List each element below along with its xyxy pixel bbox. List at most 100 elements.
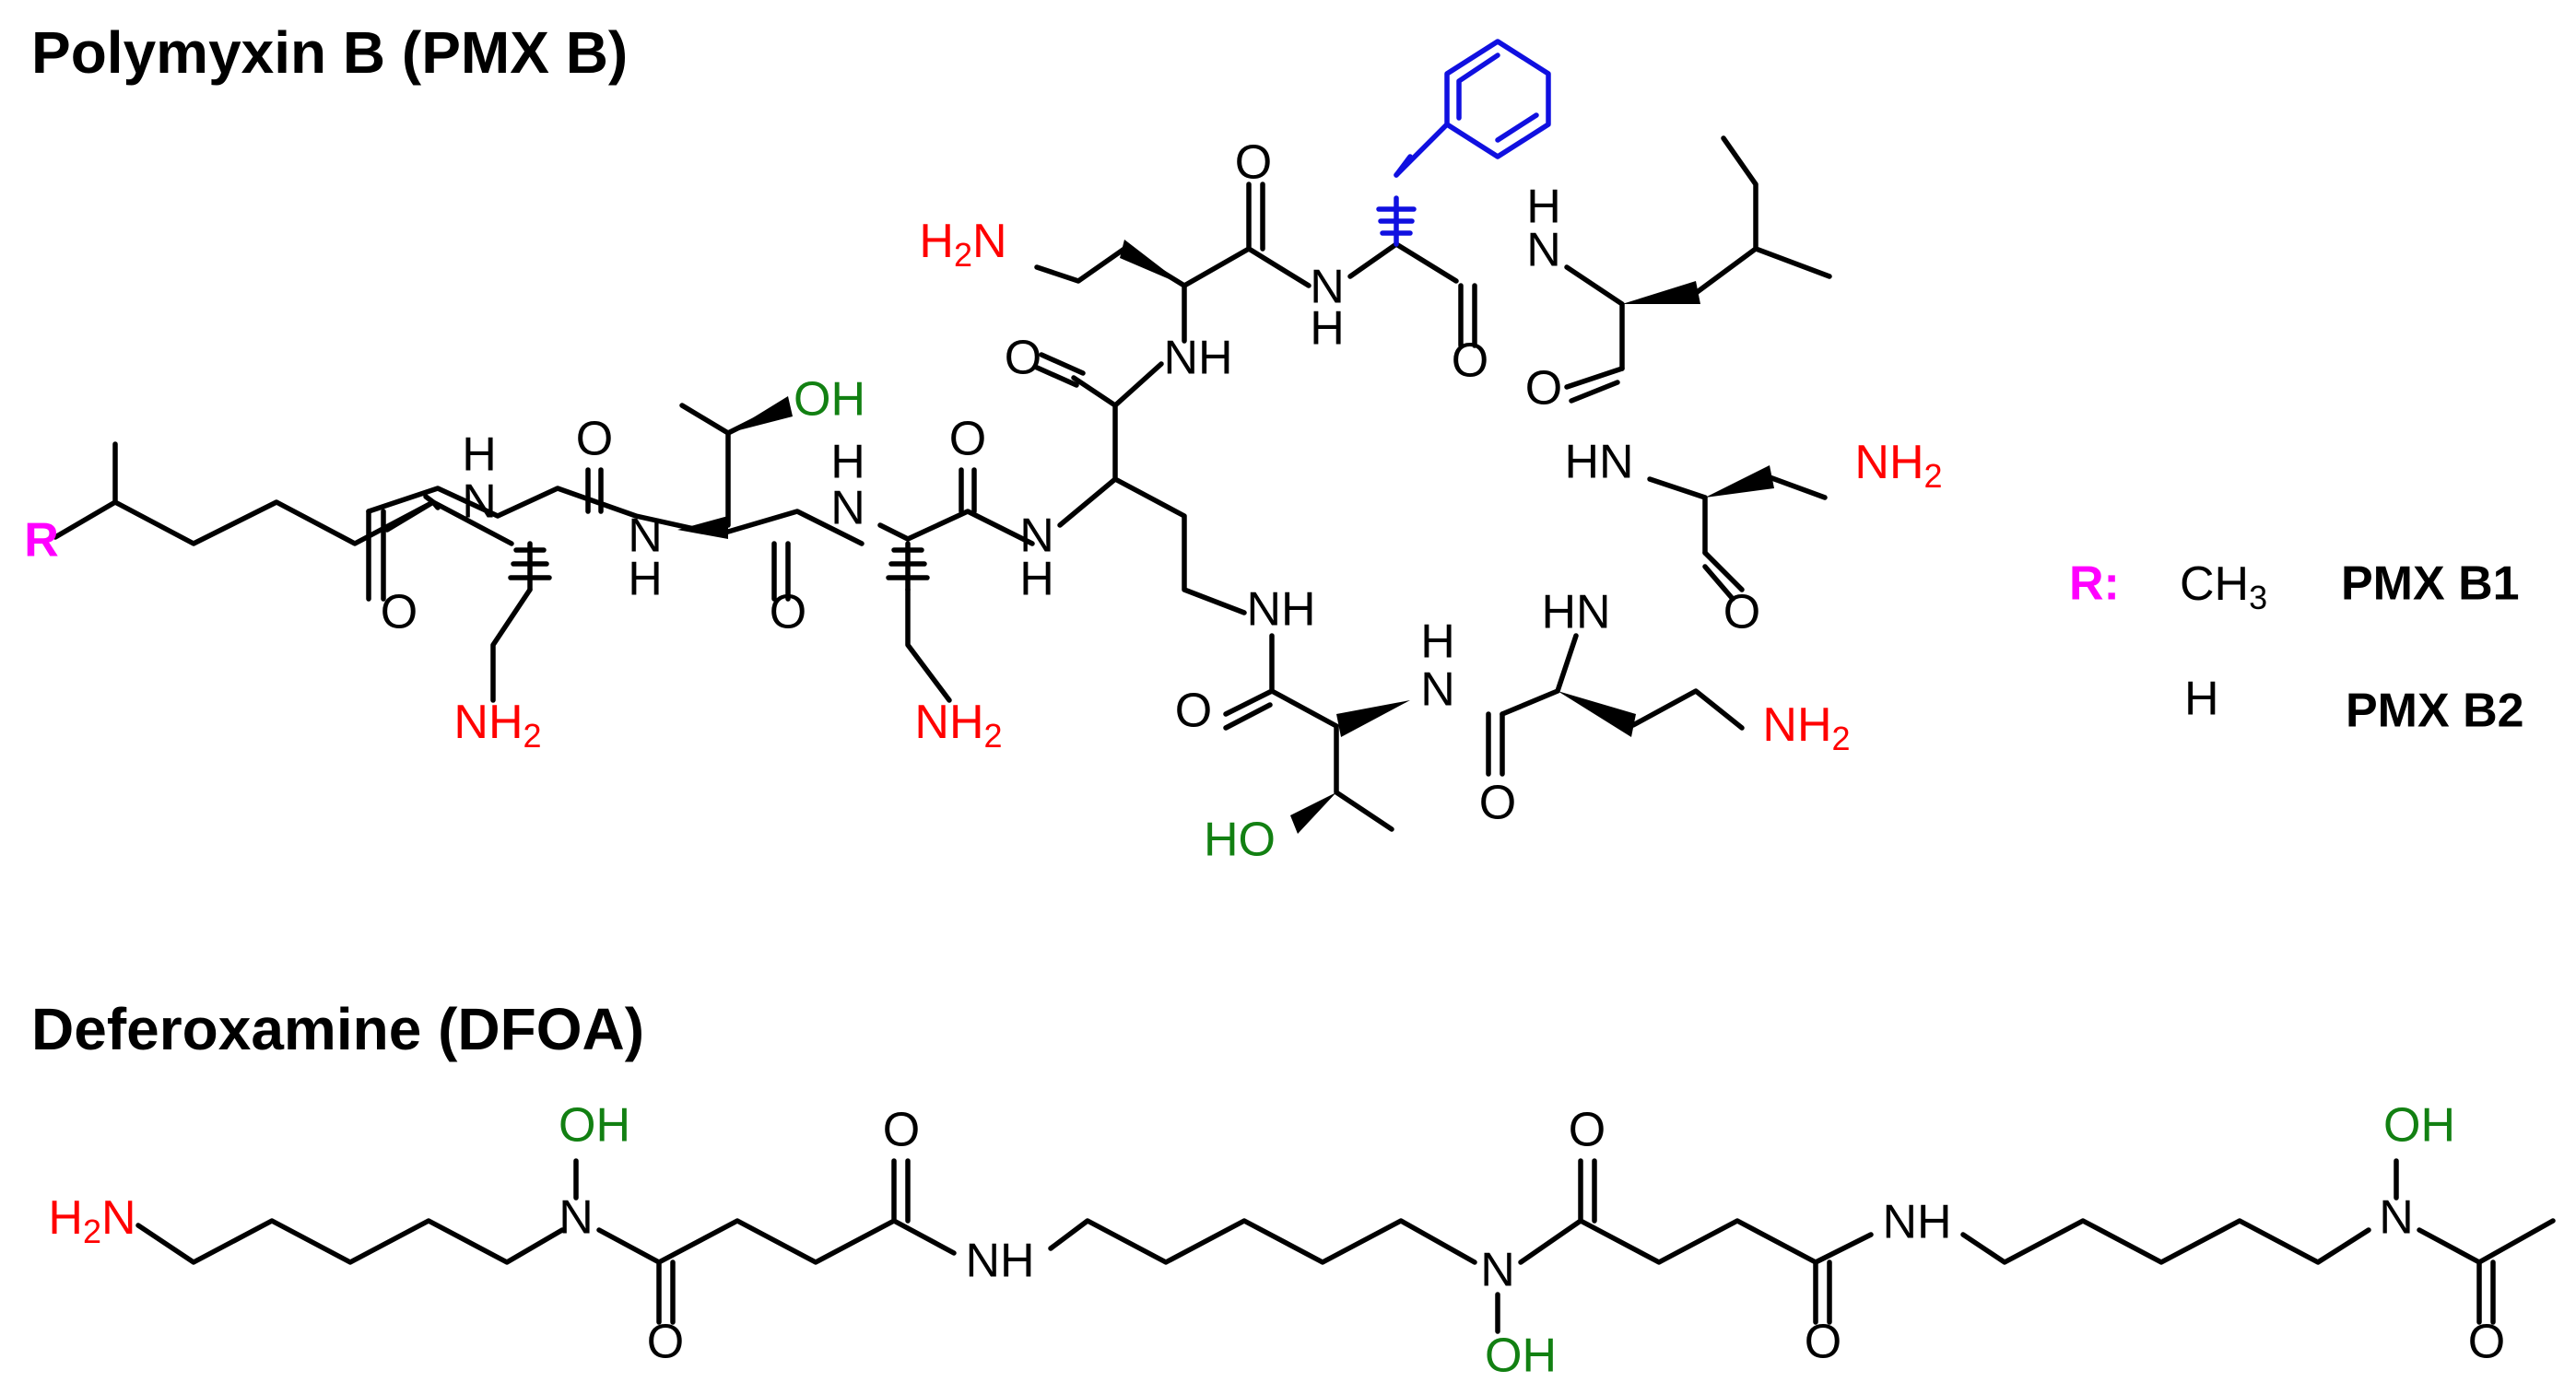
dab-bottom-side-chain xyxy=(1630,688,1745,731)
hashed-wedge xyxy=(508,541,552,592)
title-polymyxin-b: Polymyxin B (PMX B) xyxy=(31,19,629,86)
atom-o: O xyxy=(1479,777,1516,830)
solid-wedge xyxy=(1558,691,1636,737)
atom-o: O xyxy=(647,1316,684,1369)
atom-n: N xyxy=(462,475,497,529)
atom-h: H xyxy=(628,553,663,606)
atom-h: H xyxy=(1019,553,1054,606)
ring-bond xyxy=(1112,361,1164,408)
legend-b1-group: CH3 xyxy=(2180,557,2267,616)
leu-side-chain xyxy=(1693,135,1832,296)
oh-label: OH xyxy=(794,373,865,427)
solid-wedge xyxy=(1336,700,1410,737)
dfoa-acetyl xyxy=(2417,1218,2556,1325)
phenyl-ring xyxy=(1394,39,1551,178)
ho-label: HO xyxy=(1204,814,1276,867)
solid-wedge xyxy=(1622,281,1700,304)
nh2-label: NH2 xyxy=(1762,698,1850,757)
solid-wedge xyxy=(1705,465,1774,498)
nh2-label: NH2 xyxy=(1854,436,1942,495)
nh-label: NH xyxy=(965,1235,1034,1288)
ring-dab-bottom xyxy=(1500,633,1579,717)
legend-r-label: R: xyxy=(2069,557,2120,611)
atom-n: N xyxy=(628,510,663,563)
h2n-label: H2N xyxy=(48,1191,135,1250)
legend-b2-name: PMX B2 xyxy=(2346,685,2524,738)
solid-wedge xyxy=(677,516,728,539)
atom-h: H xyxy=(1310,302,1345,356)
pmxb-carbonyl-2 xyxy=(585,467,604,514)
dfoa-chain-1 xyxy=(135,1218,565,1265)
hn-label: HN xyxy=(1541,586,1610,639)
thr1-side-chain xyxy=(679,403,786,528)
nh-label: NH xyxy=(1163,332,1232,385)
r-group-label: R xyxy=(24,514,59,568)
solid-wedge xyxy=(1120,240,1184,286)
ring-carbonyl-top xyxy=(1182,182,1312,288)
atom-n: N xyxy=(1019,510,1054,563)
pmxb-carbonyl-1 xyxy=(366,509,386,602)
pmxb-carbonyl-4 xyxy=(959,467,977,514)
dfoa-succinyl-2 xyxy=(1518,1158,1874,1325)
pmxb-fatty-tail xyxy=(53,441,514,546)
atom-o: O xyxy=(883,1104,920,1157)
atom-o: O xyxy=(770,586,806,639)
solid-wedge xyxy=(1290,792,1336,834)
h2n-label: H2N xyxy=(919,215,1006,274)
hn-label: HN xyxy=(1564,436,1633,489)
nh-label: NH xyxy=(1246,583,1315,637)
pmxb-backbone-left xyxy=(366,486,865,546)
hashed-wedge-phe xyxy=(1376,195,1417,247)
atom-o: O xyxy=(949,413,986,466)
dfoa-succinyl-1 xyxy=(596,1158,957,1325)
atom-n: N xyxy=(1310,261,1345,314)
nh-label: NH xyxy=(1882,1196,1951,1249)
atom-n: N xyxy=(830,482,865,535)
dfoa-chain-2 xyxy=(1048,1218,1477,1265)
atom-o: O xyxy=(1452,334,1488,388)
atom-o: O xyxy=(2468,1316,2505,1369)
pmxb-carbonyl-3 xyxy=(771,541,791,602)
ring-carbonyl-phe xyxy=(1458,283,1477,348)
legend-b2-group: H xyxy=(2184,673,2219,726)
atom-o: O xyxy=(1005,332,1041,385)
atom-n: N xyxy=(1420,663,1455,717)
ring-carbonyl-right xyxy=(1702,550,1745,602)
ring-thr xyxy=(1223,633,1394,832)
ring-dab-top-left xyxy=(1034,246,1187,344)
ring-leu-backbone xyxy=(1564,264,1625,371)
pmxb-carbonyl-5 xyxy=(1032,352,1086,388)
ring-carbonyl-bottom xyxy=(1486,711,1505,777)
dab-right-side-chain xyxy=(1767,474,1828,500)
atom-o: O xyxy=(1723,586,1760,639)
ring-carbonyl-leu xyxy=(1564,366,1625,404)
atom-h: H xyxy=(1420,615,1455,669)
solid-wedge xyxy=(728,396,793,433)
atom-o: O xyxy=(1235,136,1272,190)
atom-o: O xyxy=(381,586,418,639)
atom-h: H xyxy=(1526,181,1561,234)
atom-o: O xyxy=(576,413,613,466)
title-deferoxamine: Deferoxamine (DFOA) xyxy=(31,996,644,1062)
atom-h: H xyxy=(830,436,865,489)
atom-o: O xyxy=(1175,685,1212,738)
nh2-label: NH2 xyxy=(453,696,541,755)
dab4-ring-branch xyxy=(1057,375,1247,615)
atom-o: O xyxy=(1805,1316,1841,1369)
ring-phe-backbone xyxy=(1347,241,1459,284)
atom-n: N xyxy=(1526,224,1561,277)
atom-o: O xyxy=(1525,362,1562,416)
legend-b1-name: PMX B1 xyxy=(2341,557,2520,611)
nh2-label: NH2 xyxy=(914,696,1002,755)
dab1-side-chain xyxy=(490,587,533,703)
oh-label: OH xyxy=(2383,1099,2455,1153)
oh-label: OH xyxy=(559,1099,630,1153)
hashed-wedge xyxy=(886,541,930,592)
ring-dab-right xyxy=(1647,476,1708,556)
dab3-side-chain xyxy=(905,587,952,703)
pmxb-backbone-mid xyxy=(877,509,1035,546)
dfoa-chain-3 xyxy=(1960,1218,2371,1265)
phenyl-link xyxy=(1394,154,1413,178)
oh-label: OH xyxy=(1485,1330,1557,1383)
